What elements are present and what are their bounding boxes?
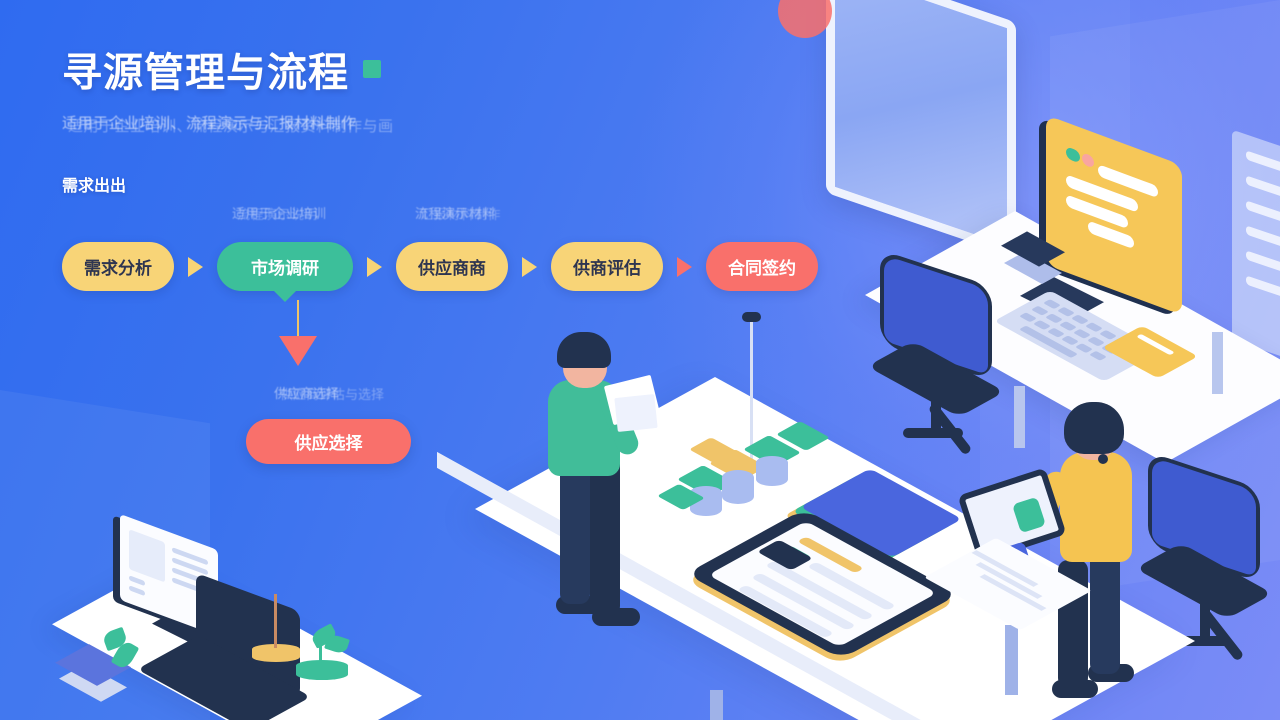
branch-arrow-down-icon <box>279 336 317 366</box>
background-panel-left <box>0 390 210 720</box>
flow-step-2[interactable]: 市场调研 <box>217 242 353 291</box>
flow-arrow-icon-2 <box>367 256 382 277</box>
green-square-icon <box>363 60 381 78</box>
title-row: 寻源管理与流程 <box>62 40 622 98</box>
section-label: 需求出出 <box>62 178 127 195</box>
flow-arrow-icon-4 <box>677 256 692 277</box>
branch-label: 供应商选择 <box>274 383 384 403</box>
page-subtitle-text: 适用于企业培训、流程演示与汇报材料制作 <box>62 115 357 132</box>
header: 寻源管理与流程 适用于企业培训、流程演示与汇报材料制作 <box>62 40 622 133</box>
branch-step-pill[interactable]: 供应选择 <box>246 419 411 464</box>
process-flow: 需求分析 市场调研 供应商商 供商评估 合同签约 <box>62 242 818 291</box>
flow-step-4[interactable]: 供商评估 <box>551 242 663 291</box>
page-subtitle: 适用于企业培训、流程演示与汇报材料制作 <box>62 112 622 133</box>
flow-arrow-icon-3 <box>522 256 537 277</box>
flow-arrow-icon-1 <box>188 256 203 277</box>
flow-ghost-label-2: 流程演示材料 <box>415 203 501 223</box>
branch-connector-line <box>297 300 299 340</box>
flow-step-1[interactable]: 需求分析 <box>62 242 174 291</box>
background-panel-right-2 <box>980 0 1130 492</box>
flow-step-3[interactable]: 供应商商 <box>396 242 508 291</box>
flow-step-5[interactable]: 合同签约 <box>706 242 818 291</box>
page-title: 寻源管理与流程 <box>62 51 349 95</box>
flow-ghost-label-1: 适用于企业培训 <box>232 203 327 223</box>
